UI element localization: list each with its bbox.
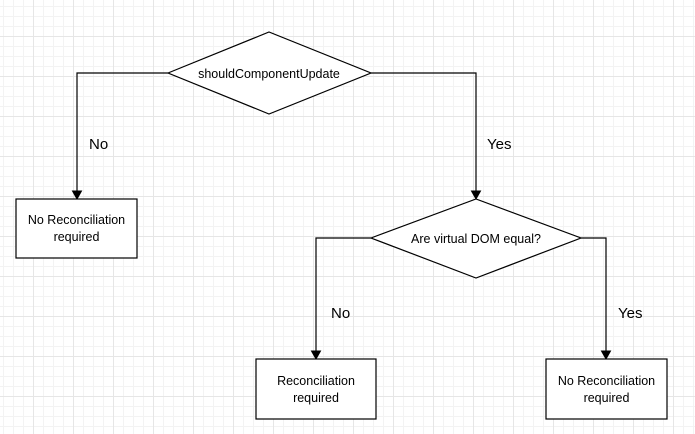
box-reconciliation-required (255, 358, 377, 420)
arrowhead-vdom-yes (600, 350, 612, 361)
box-no-reconciliation-left (15, 198, 138, 259)
box-label-no-reconciliation-right-line2: required (584, 391, 630, 405)
edge-label-should-no: No (89, 136, 108, 153)
decision-label-virtual-dom-equal: Are virtual DOM equal? (411, 232, 541, 246)
process-reconciliation-required: Reconciliation required (255, 358, 377, 420)
edge-should-no: No (71, 72, 168, 201)
box-label-reconciliation-required-line1: Reconciliation (277, 374, 355, 388)
edge-should-yes: Yes (371, 72, 511, 201)
edge-vdom-no: No (310, 237, 371, 361)
decision-virtual-dom-equal: Are virtual DOM equal? (369, 198, 583, 279)
box-label-no-reconciliation-left-line1: No Reconciliation (28, 213, 125, 227)
edge-label-should-yes: Yes (487, 136, 511, 153)
box-label-no-reconciliation-left-line2: required (54, 230, 100, 244)
edge-vdom-yes: Yes (581, 237, 642, 361)
edge-label-vdom-no: No (331, 305, 350, 322)
edge-line-should-no (76, 72, 168, 191)
decision-label-should-component-update: shouldComponentUpdate (198, 67, 340, 81)
edge-label-vdom-yes: Yes (618, 305, 642, 322)
diamond-virtual-dom-equal (369, 198, 583, 279)
box-label-no-reconciliation-right-line1: No Reconciliation (558, 374, 655, 388)
arrowhead-vdom-no (310, 350, 322, 361)
box-label-reconciliation-required-line2: required (293, 391, 339, 405)
decision-should-component-update: shouldComponentUpdate (166, 31, 373, 115)
edge-line-vdom-no (315, 237, 371, 351)
box-no-reconciliation-right (545, 358, 668, 420)
edge-line-vdom-yes (581, 237, 607, 351)
diamond-should-component-update (166, 31, 373, 115)
edge-line-should-yes (371, 72, 477, 191)
arrowhead-should-no (71, 190, 83, 201)
process-no-reconciliation-right: No Reconciliation required (545, 358, 668, 420)
arrowhead-should-yes (470, 190, 482, 201)
process-no-reconciliation-left: No Reconciliation required (15, 198, 138, 259)
